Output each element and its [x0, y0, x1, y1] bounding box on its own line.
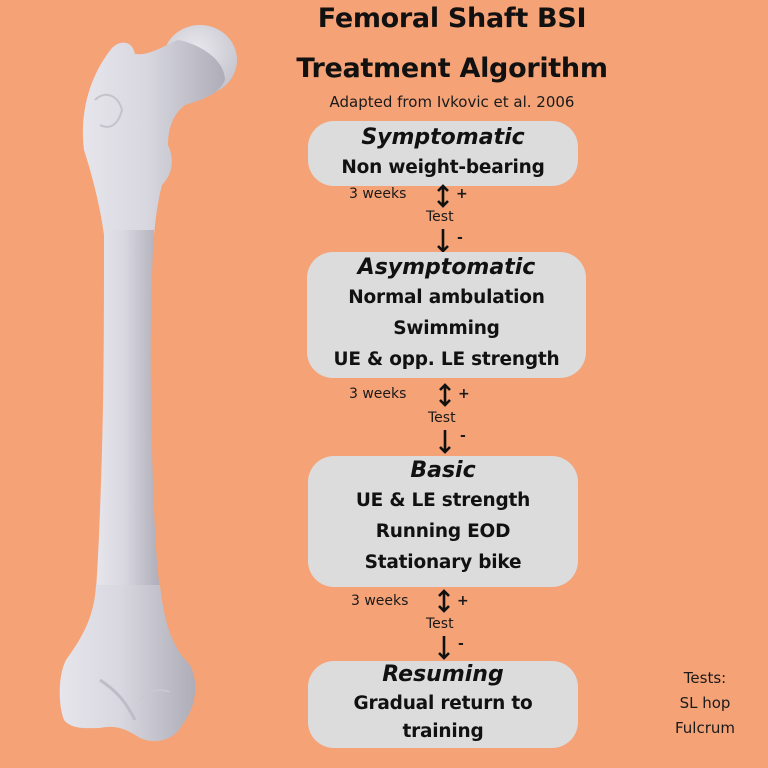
- stage-heading: Resuming: [382, 662, 504, 687]
- bidirectional-arrow-icon: [437, 184, 449, 208]
- down-arrow-icon: [437, 229, 449, 253]
- bidirectional-arrow-icon: [439, 383, 451, 407]
- tests-note-label: Tests:: [683, 669, 727, 687]
- stage-item: UE & opp. LE strength: [333, 349, 560, 370]
- stage-basic-box: Basic UE & LE strength Running EOD Stati…: [308, 456, 578, 587]
- down-arrow-icon: [439, 430, 451, 454]
- duration-label: 3 weeks: [349, 186, 407, 202]
- stage-heading: Basic: [410, 458, 476, 483]
- stage-heading: Symptomatic: [361, 125, 525, 150]
- positive-result-label: +: [456, 186, 468, 202]
- negative-result-label: -: [460, 428, 466, 444]
- tests-note: Tests: SL hop Fulcrum: [660, 666, 750, 741]
- stage-item: Non weight-bearing: [341, 157, 545, 178]
- negative-result-label: -: [458, 636, 464, 652]
- stage-heading: Asymptomatic: [357, 255, 536, 280]
- stage-item: Swimming: [393, 318, 500, 339]
- stage-item: Stationary bike: [364, 552, 522, 573]
- down-arrow-icon: [438, 636, 450, 660]
- tests-note-item: Fulcrum: [674, 719, 735, 737]
- page-title-line-2: Treatment Algorithm: [296, 53, 608, 84]
- stage-item: Normal ambulation: [348, 287, 545, 308]
- stage-resuming-box: Resuming Gradual return to training: [308, 661, 578, 748]
- bidirectional-arrow-icon: [438, 589, 450, 613]
- stage-item: training: [402, 721, 484, 742]
- positive-result-label: +: [457, 593, 469, 609]
- tests-note-item: SL hop: [679, 694, 731, 712]
- femur-bone-image: [59, 25, 237, 742]
- stage-item: Running EOD: [375, 521, 511, 542]
- stage-item: UE & LE strength: [355, 490, 531, 511]
- test-label: Test: [428, 410, 456, 426]
- test-label: Test: [426, 209, 454, 225]
- negative-result-label: -: [457, 230, 463, 246]
- test-label: Test: [426, 616, 454, 632]
- stage-asymptomatic-box: Asymptomatic Normal ambulation Swimming …: [307, 252, 586, 378]
- stage-item: Gradual return to: [353, 693, 533, 714]
- page-title-line-1: Femoral Shaft BSI: [317, 3, 587, 34]
- stage-symptomatic-box: Symptomatic Non weight-bearing: [308, 121, 578, 186]
- duration-label: 3 weeks: [351, 593, 409, 609]
- duration-label: 3 weeks: [349, 386, 407, 402]
- citation-subtitle: Adapted from Ivkovic et al. 2006: [329, 93, 575, 111]
- positive-result-label: +: [458, 386, 470, 402]
